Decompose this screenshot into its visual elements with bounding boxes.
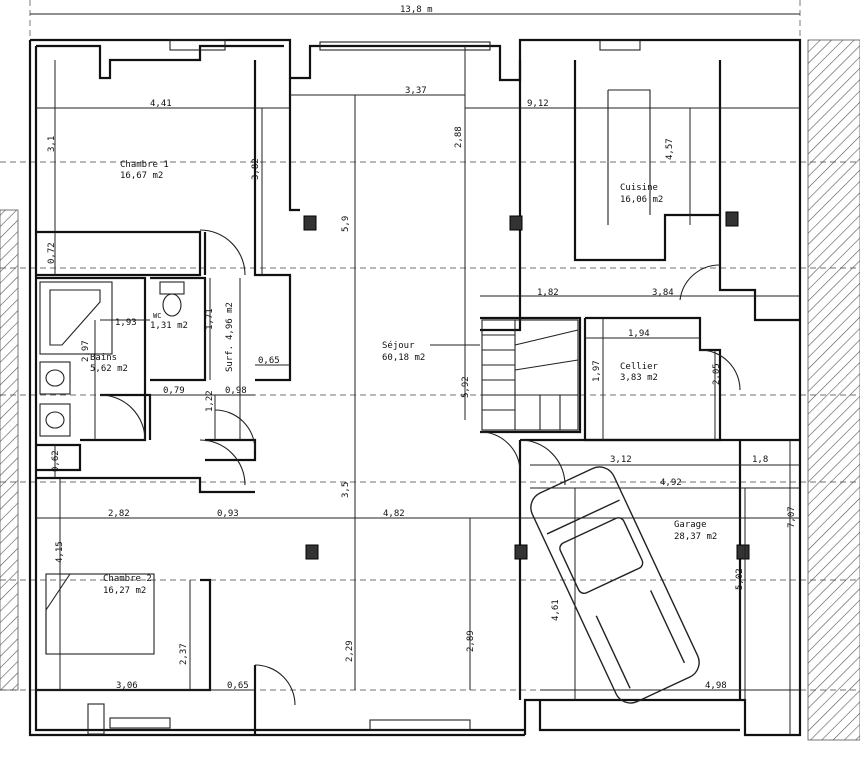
sink-2: [39, 403, 71, 437]
dimension-label: 3,84: [652, 288, 674, 298]
pillar: [305, 544, 319, 560]
overall-width-label: 13,8 m: [400, 5, 433, 15]
window-north-sejour: [319, 41, 491, 51]
dimension-label: 1,94: [628, 329, 650, 339]
dimension-label: 1,22: [205, 390, 215, 412]
room-area-sejour: 60,18 m2: [382, 353, 425, 363]
pillar: [303, 215, 317, 231]
dimension-label: 2,89: [466, 630, 476, 652]
room-area-cuisine: 16,06 m2: [620, 195, 663, 205]
window-south-chambre2: [109, 717, 171, 729]
dimension-label: 4,15: [55, 541, 65, 563]
left-hatched-area: [0, 209, 19, 691]
right-hatched-area: [807, 39, 860, 741]
room-name-surf: Surf.: [225, 345, 235, 372]
dimension-label: 3,12: [610, 455, 632, 465]
dimension-label: 1,93: [115, 318, 137, 328]
dimension-label: 4,61: [551, 599, 561, 621]
toilet-tank: [159, 281, 185, 295]
room-name-cuisine: Cuisine: [620, 183, 658, 193]
dimension-label: 1,82: [537, 288, 559, 298]
room-labels: Chambre 1 16,67 m2 Cuisine 16,06 m2 Séjo…: [90, 160, 717, 596]
dimension-label: 5,9: [341, 216, 351, 232]
staircase: [430, 319, 579, 431]
interior-walls: [36, 60, 800, 735]
bathroom-fixtures: [39, 281, 185, 655]
room-name-cellier: Cellier: [620, 362, 659, 372]
room-area-surf: 4,96 m2: [225, 302, 235, 340]
dimension-label: 0,72: [47, 242, 57, 264]
dimension-label: 4,57: [665, 138, 675, 160]
room-area-bains: 5,62 m2: [90, 364, 128, 374]
window-south-sejour: [369, 719, 471, 731]
dimension-label: 0,62: [51, 450, 61, 472]
pillar: [725, 211, 739, 227]
room-name-sejour: Séjour: [382, 340, 415, 351]
room-name-bains: Bains: [90, 353, 117, 363]
window-north-cuisine: [599, 39, 641, 51]
dimension-label: 2,29: [345, 640, 355, 662]
dimension-label: 2,05: [712, 363, 722, 385]
room-name-garage: Garage: [674, 520, 707, 530]
dimension-label: 2,37: [179, 643, 189, 665]
pillar: [514, 544, 528, 560]
kitchen-counter: [607, 89, 651, 225]
dimension-lines: [36, 46, 800, 735]
dimension-label: 1,97: [592, 360, 602, 382]
dimension-label: 2,82: [108, 509, 130, 519]
sink-1: [39, 361, 71, 395]
dimension-label: 3,82: [251, 158, 261, 180]
dimension-label: 1,71: [205, 308, 215, 330]
grid-lines: [0, 0, 860, 740]
dimension-label: 3,5: [341, 482, 351, 498]
room-area-garage: 28,37 m2: [674, 532, 717, 542]
dimension-label: 2,88: [454, 126, 464, 148]
room-area-chambre-2: 16,27 m2: [103, 586, 146, 596]
dimension-label: 3,1: [47, 136, 57, 152]
dimension-label: 5,92: [461, 376, 471, 398]
doors: [99, 229, 741, 706]
dimension-label: 0,65: [258, 356, 280, 366]
dimension-label: 7,07: [787, 506, 797, 528]
room-name-chambre-1: Chambre 1: [120, 160, 169, 170]
dimension-label: 4,92: [660, 478, 682, 488]
room-area-chambre-1: 16,67 m2: [120, 171, 163, 181]
car-in-garage: [530, 466, 700, 704]
dimension-label: 2,97: [81, 340, 91, 362]
room-area-wc: 1,31 m2: [150, 321, 188, 331]
dimension-label: 0,93: [217, 509, 239, 519]
pillar: [736, 544, 750, 560]
room-name-chambre-2: Chambre 2: [103, 574, 152, 584]
dimension-label: 3,37: [405, 86, 427, 96]
window-north-chambre1: [169, 39, 226, 51]
toilet-bowl: [162, 293, 182, 317]
pillar: [509, 215, 523, 231]
dimension-label: 5,02: [735, 568, 745, 590]
room-area-cellier: 3,83 m2: [620, 373, 658, 383]
dimension-label: 4,98: [705, 681, 727, 691]
dimension-label: 0,98: [225, 386, 247, 396]
dimension-label: 1,8: [752, 455, 768, 465]
dimension-label: 3,06: [116, 681, 138, 691]
dimension-label: 9,12: [527, 99, 549, 109]
dimension-label: 4,41: [150, 99, 172, 109]
dimension-label: 0,79: [163, 386, 185, 396]
outer-walls: [28, 38, 802, 737]
room-name-wc: WC: [153, 312, 161, 320]
bathtub: [39, 281, 113, 355]
pillars: [303, 211, 750, 560]
dimension-label: 0,65: [227, 681, 249, 691]
dimension-label: 4,82: [383, 509, 405, 519]
dimension-labels: 4,41 3,37 9,12 3,1 3,82 2,88 5,9 4,57 0,…: [47, 86, 797, 691]
